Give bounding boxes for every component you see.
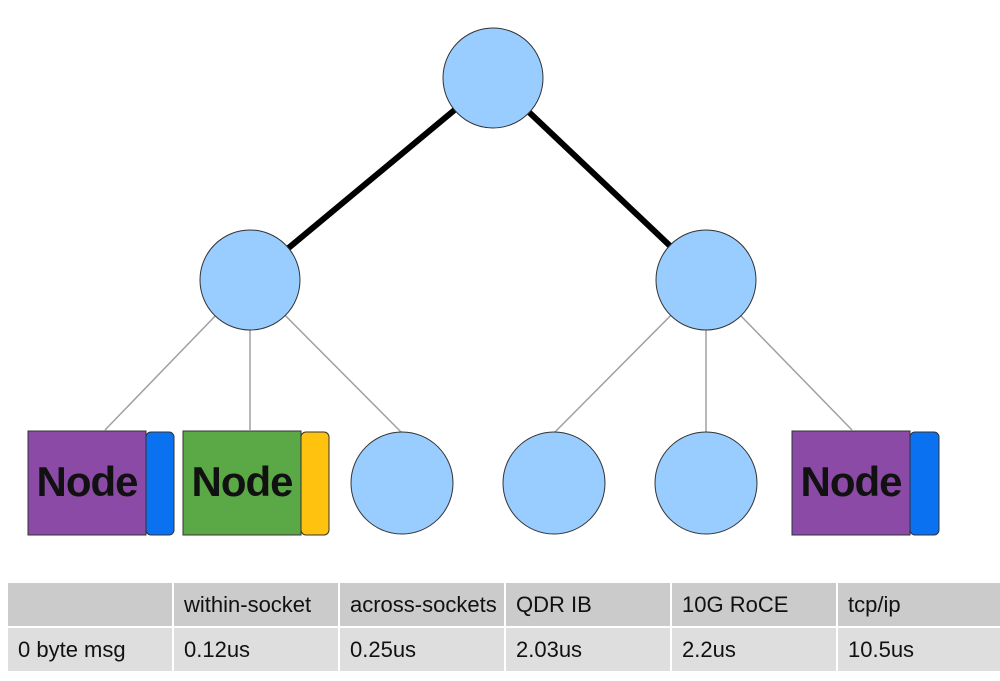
node-a-box [27,430,147,536]
link-root-to-left [248,75,495,283]
leaf-circle-4 [502,431,606,535]
header-cell-within-socket: within-socket [174,583,338,626]
node-a-nic [145,431,175,536]
value-cell-within-socket: 0.12us [174,628,338,671]
header-cell-qdr-ib: QDR IB [506,583,670,626]
header-cell-tcp-ip: tcp/ip [838,583,1000,626]
leaf-circle-5 [654,431,758,535]
header-cell-10g-roce: 10G RoCE [672,583,836,626]
node-b-nic [300,431,330,536]
node-b: Node [182,430,330,536]
value-cell-across-sockets: 0.25us [340,628,504,671]
root-switch-circle [442,27,544,129]
node-b-box [182,430,302,536]
header-cell-across-sockets: across-sockets [340,583,504,626]
node-c-nic [909,431,940,536]
value-cell-qdr-ib: 2.03us [506,628,670,671]
value-cell-10g-roce: 2.2us [672,628,836,671]
value-cell-tcp-ip: 10.5us [838,628,1000,671]
node-b-label: Node [192,458,293,505]
node-a: Node [27,430,175,536]
latency-table: within-socket across-sockets QDR IB 10G … [6,581,1000,673]
node-c: Node [791,430,940,536]
leaf-circle-3 [350,431,454,535]
latency-table-row: 0 byte msg 0.12us 0.25us 2.03us 2.2us 10… [8,628,1000,671]
node-c-box [791,430,911,536]
left-switch-circle [199,229,301,331]
latency-table-header-row: within-socket across-sockets QDR IB 10G … [8,583,1000,626]
header-cell-empty [8,583,172,626]
node-c-label: Node [801,458,902,505]
right-switch-circle [655,229,757,331]
row-label-cell: 0 byte msg [8,628,172,671]
network-topology-diagram: Node Node Node [27,27,940,536]
node-a-label: Node [37,458,138,505]
